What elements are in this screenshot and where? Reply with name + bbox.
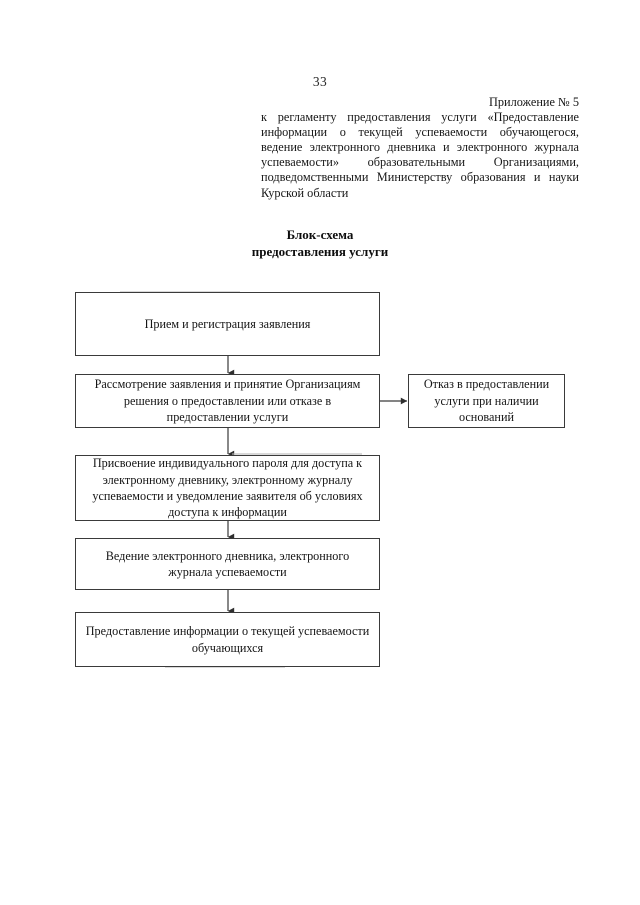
appendix-header: Приложение № 5 к регламенту предоставлен…	[261, 95, 579, 201]
flowchart-node-label: Отказ в предоставлении услуги при наличи…	[423, 377, 550, 425]
page-number: 33	[312, 74, 328, 89]
flowchart-node-review[interactable]: Рассмотрение заявления и принятие Органи…	[75, 374, 380, 428]
flowchart-node-label: Ведение электронного дневника, электронн…	[105, 548, 350, 579]
appendix-label: Приложение № 5	[488, 95, 579, 109]
appendix-reference-text: к регламенту предоставления услуги «Пред…	[261, 110, 579, 200]
flowchart-node-label: Рассмотрение заявления и принятие Органи…	[94, 377, 361, 425]
scan-artifact	[232, 453, 362, 455]
flowchart-node-label: Предоставление информации о текущей успе…	[85, 624, 370, 655]
chart-title-line-1: Блок-схема	[286, 227, 354, 242]
flowchart-node-password[interactable]: Присвоение индивидуального пароля для до…	[75, 455, 380, 521]
flowchart-node-maintain[interactable]: Ведение электронного дневника, электронн…	[75, 538, 380, 590]
flowchart-node-reject[interactable]: Отказ в предоставлении услуги при наличи…	[408, 374, 565, 428]
flowchart-node-label: Прием и регистрация заявления	[144, 316, 311, 331]
flowchart-node-label: Присвоение индивидуального пароля для до…	[92, 456, 363, 520]
flowchart-node-intake[interactable]: Прием и регистрация заявления	[75, 292, 380, 356]
chart-title-line-2: предоставления услуги	[251, 244, 389, 259]
chart-title: Блок-схема предоставления услуги	[0, 226, 640, 260]
flowchart-node-provide[interactable]: Предоставление информации о текущей успе…	[75, 612, 380, 667]
scan-artifact	[165, 666, 285, 668]
